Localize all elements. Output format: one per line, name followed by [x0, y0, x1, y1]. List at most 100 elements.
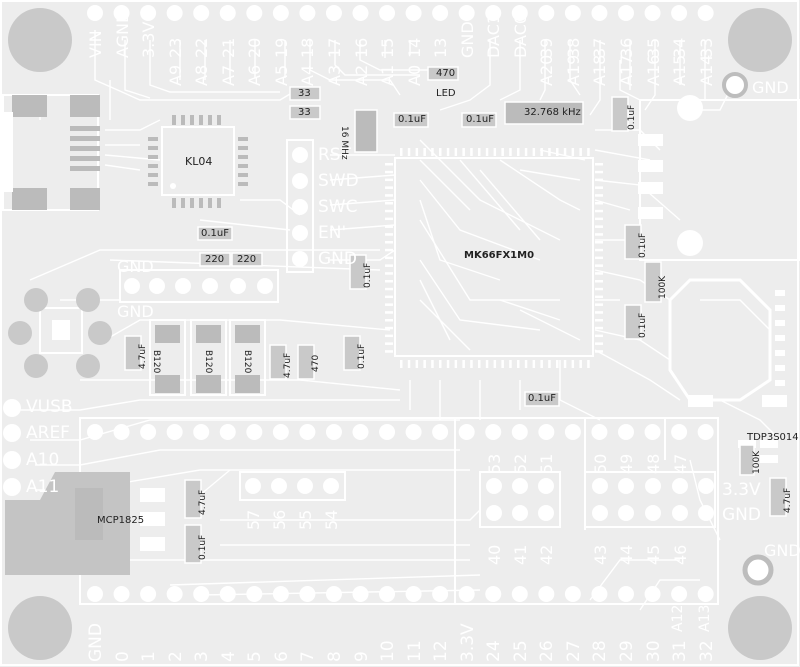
inner-pin-label-52: 52 — [511, 453, 530, 474]
bottom-pin-pad — [405, 586, 422, 602]
trace-layer — [20, 30, 781, 611]
top-pin-label-14: 14 — [404, 37, 424, 58]
top-pin-pad — [697, 5, 714, 21]
inner-header-a-outline — [239, 471, 346, 501]
bottom-pin-pad — [644, 586, 661, 602]
top-header-pads — [87, 5, 714, 21]
bottom-pin-pad — [432, 586, 449, 602]
bottom-pin-pad — [618, 586, 634, 602]
bottom-pin-pad — [219, 586, 236, 602]
top-analog-label-A9: A9 — [165, 64, 185, 86]
top-pin-pad — [113, 5, 130, 21]
bottom-pin-pad — [671, 586, 688, 602]
bottom-pin-label-5: 5 — [245, 651, 266, 662]
inner-row-pad — [485, 424, 502, 440]
mount-hole-tl — [8, 8, 72, 72]
top-pin-label-DAC1: DAC1 — [484, 13, 504, 58]
inner-pin-label-54: 54 — [322, 509, 341, 530]
tdp3s014-chip — [688, 395, 787, 463]
bottom-pin-label-27: 27 — [563, 640, 584, 662]
left-side-pads — [3, 399, 21, 496]
top-pin-pad — [379, 5, 396, 21]
inner-pin-label-43: 43 — [591, 544, 610, 565]
top-pin-label-17: 17 — [324, 37, 344, 58]
top-analog-label-A15: A15 — [670, 54, 690, 86]
bottom-pin-pad — [113, 586, 130, 602]
inner-row-pad — [591, 424, 608, 440]
bottom-pin-pad — [87, 586, 103, 602]
gnd-header-pads — [124, 278, 273, 294]
usb-connector — [2, 94, 100, 211]
inner-row-pad — [140, 424, 157, 440]
bottom-pin-pad — [325, 586, 342, 602]
inner-row-pad — [299, 424, 316, 440]
top-pin-label-21: 21 — [218, 37, 238, 58]
bottom-pin-pad — [564, 586, 581, 602]
inner-row-pad — [458, 424, 475, 440]
mount-hole-bl — [8, 596, 72, 660]
inner-header-b-outline — [479, 471, 561, 528]
inner-pin-label-50: 50 — [591, 453, 610, 474]
inner-row-pad — [538, 424, 555, 440]
bottom-pin-label-2: 2 — [165, 651, 186, 662]
top-analog-label-A7: A7 — [218, 64, 238, 86]
inner-row-pad — [87, 424, 103, 440]
top-analog-label-A14: A14 — [696, 54, 716, 86]
bottom-pin-label-25: 25 — [510, 640, 531, 662]
inner-row-pad — [113, 424, 130, 440]
top-pin-pad — [299, 5, 316, 21]
top-pin-pad — [671, 5, 688, 21]
inner-pin-label-48: 48 — [644, 453, 663, 474]
kl04-chip — [148, 115, 248, 208]
top-pin-pad — [87, 5, 103, 21]
top-pin-pad — [591, 5, 608, 21]
inner-row-pad — [379, 424, 396, 440]
bottom-pin-pad — [299, 586, 316, 602]
top-pin-pad — [432, 5, 449, 21]
bottom-pin-pad — [697, 586, 714, 602]
inner-row-pad — [511, 424, 528, 440]
debug-header — [286, 139, 314, 273]
bottom-pin-label-0: 0 — [112, 651, 133, 662]
inner-pin-label-49: 49 — [617, 453, 636, 474]
inner-pad-row — [87, 424, 714, 440]
top-pin-pad — [166, 5, 183, 21]
bottom-pin-pad — [246, 586, 263, 602]
top-analog-label-A17: A17 — [617, 54, 636, 86]
bottom-pin-pad — [140, 586, 157, 602]
top-pin-label-18: 18 — [298, 37, 318, 58]
bottom-pin-label-32: 32 — [696, 640, 717, 662]
gnd-testpad-bottom — [742, 554, 774, 586]
top-analog-label-A3: A3 — [324, 64, 344, 86]
bottom-pin-pad — [166, 586, 183, 602]
bottom-header-pads — [87, 586, 714, 602]
top-analog-label-A20: A20 — [537, 54, 557, 86]
top-analog-label-A16: A16 — [643, 54, 663, 86]
passive-components — [124, 66, 787, 564]
top-pin-pad — [352, 5, 369, 21]
inner-pin-label-53: 53 — [485, 453, 504, 474]
bottom-pin-label-3: 3 — [192, 651, 213, 662]
inner-header-c-pads — [592, 478, 714, 521]
inner-row-pad — [618, 424, 634, 440]
top-pin-label-19: 19 — [271, 37, 291, 58]
inner-row-pad — [166, 424, 183, 440]
top-pin-pad — [272, 5, 289, 21]
inner-row-pad — [671, 424, 688, 440]
inner-pin-label-45: 45 — [644, 544, 663, 565]
bottom-pin-label-31: 31 — [670, 640, 691, 662]
inner-row-pad — [272, 424, 289, 440]
top-analog-label-A6: A6 — [245, 64, 265, 86]
bottom-pin-pad — [485, 586, 502, 602]
bottom-pin-pad — [511, 586, 528, 602]
top-pin-label-15: 15 — [378, 37, 398, 58]
bottom-pin-label-29: 29 — [617, 640, 637, 662]
bottom-pin-label-8: 8 — [324, 651, 345, 662]
top-pin-pad — [538, 5, 555, 21]
bottom-pin-label-GND: GND — [86, 623, 106, 662]
bottom-analog-label-A12: A12 — [670, 604, 687, 632]
top-pin-label-VIN: VIN — [86, 30, 105, 58]
top-pin-pad — [564, 5, 581, 21]
top-pin-pad — [618, 5, 634, 21]
